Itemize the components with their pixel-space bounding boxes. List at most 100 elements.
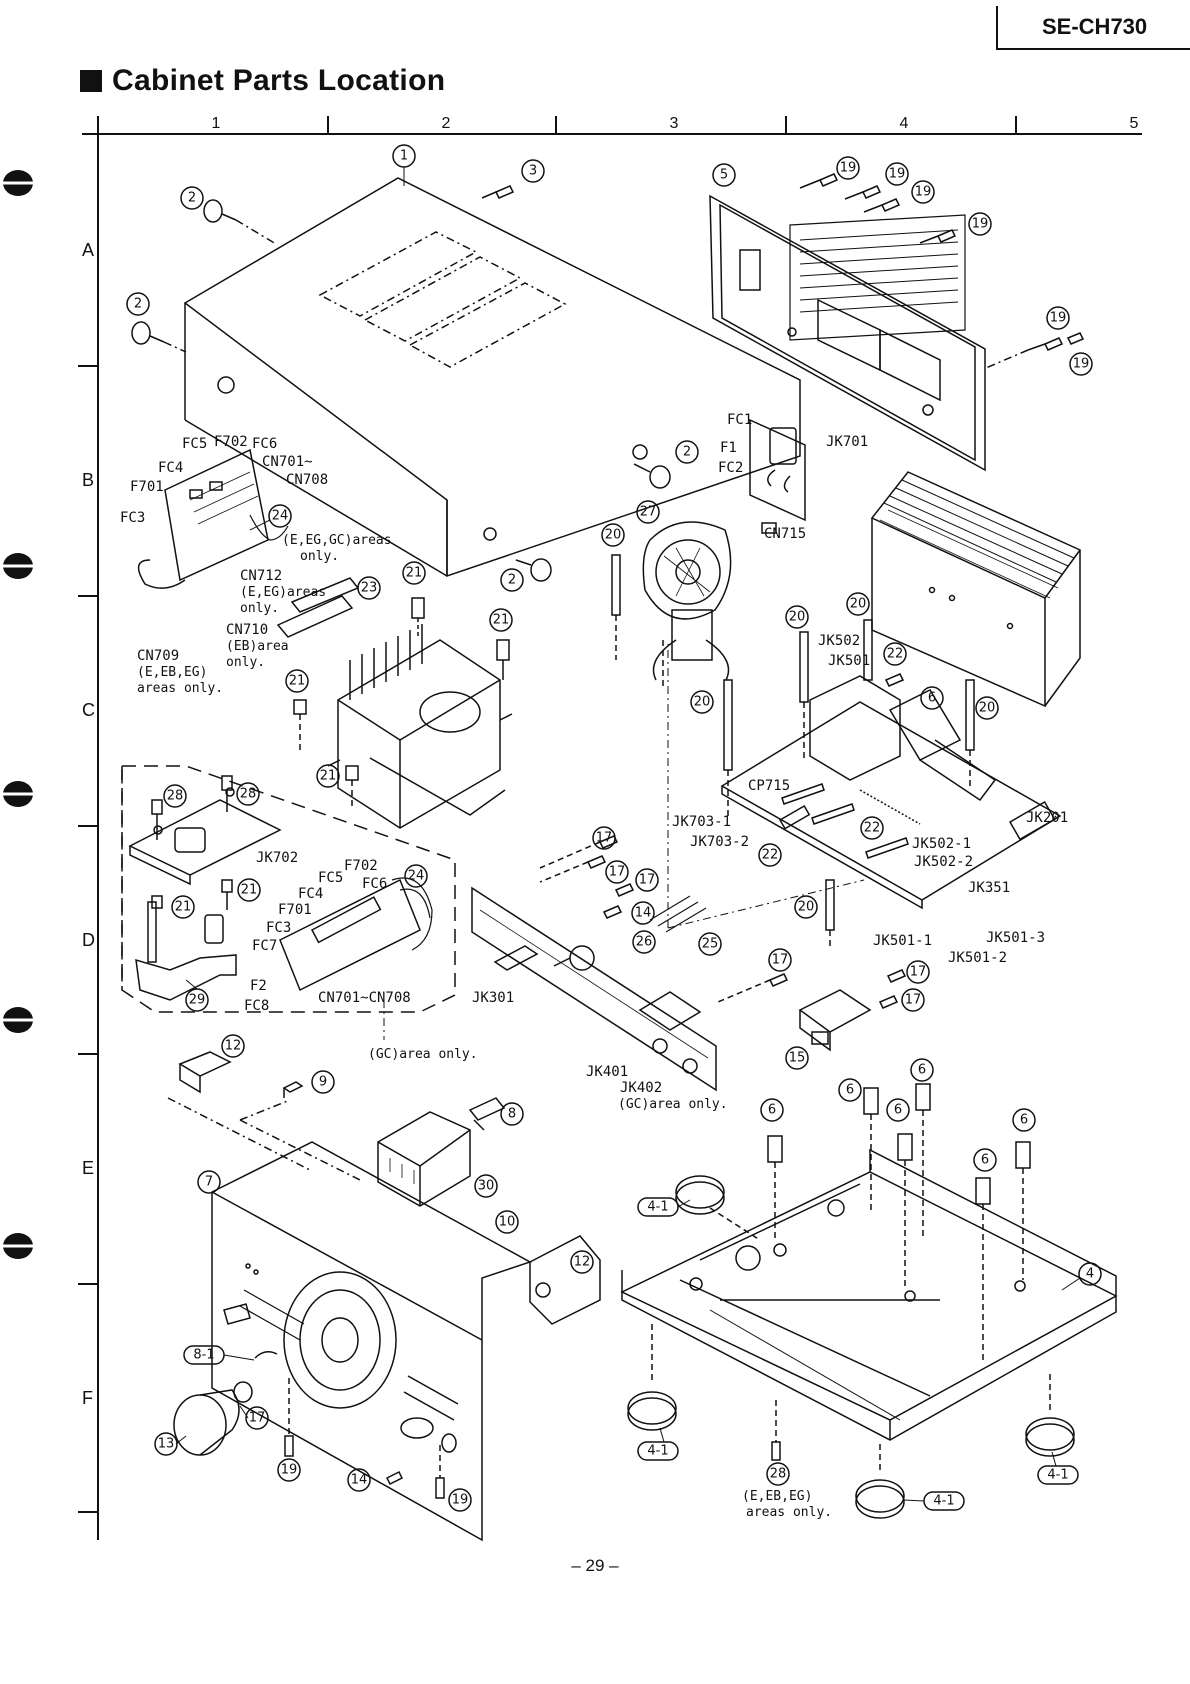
labels: FC5 F702 FC6 CN701~ CN708 FC4 F701 FC3 (…: [120, 412, 1068, 1520]
callout-6: 6: [910, 1058, 934, 1082]
callout-13: 12: [570, 1250, 594, 1274]
guide-lines: [383, 640, 865, 1040]
leader-lines: [175, 167, 1081, 1502]
svg-text:28: 28: [167, 789, 184, 804]
svg-text:22: 22: [762, 848, 779, 863]
callout-26: 24: [404, 864, 428, 888]
callout-21: 19: [1069, 352, 1093, 376]
label-cn701-708: CN701~CN708: [318, 990, 411, 1006]
inset-area: [121, 765, 456, 1013]
callout-6: 6: [760, 1098, 784, 1122]
callout-24: 22: [758, 843, 782, 867]
callout-15: 14: [347, 1468, 371, 1492]
callout-6: 6: [973, 1148, 997, 1172]
label-f702-inset: F702: [344, 858, 378, 874]
svg-text:12: 12: [225, 1039, 242, 1054]
svg-text:22: 22: [887, 647, 904, 662]
label-cp715: CP715: [748, 778, 790, 794]
svg-text:24: 24: [272, 509, 289, 524]
note-e-eg-gc-2: only.: [300, 549, 339, 564]
svg-text:6: 6: [1020, 1113, 1028, 1128]
label-fc5-inset: FC5: [318, 870, 343, 886]
callout-12: 12: [221, 1034, 245, 1058]
svg-text:29: 29: [189, 993, 206, 1008]
svg-text:4-1: 4-1: [647, 1200, 668, 1215]
label-fc5: FC5: [182, 436, 207, 452]
grid-column-2: 2: [442, 115, 451, 132]
label-f701: F701: [130, 479, 164, 495]
svg-text:28: 28: [770, 1467, 787, 1482]
callout-21: 19: [911, 180, 935, 204]
chassis-standoffs: [767, 1083, 1031, 1461]
jk701-board: [749, 418, 806, 534]
callout-32: 30: [474, 1174, 498, 1198]
grid-column-4: 4: [900, 115, 909, 132]
callout-21: 19: [1046, 306, 1070, 330]
callout-11: 10: [495, 1210, 519, 1234]
label-jk301: JK301: [472, 990, 514, 1006]
svg-text:20: 20: [850, 597, 867, 612]
note-e-eg-2: only.: [240, 601, 279, 616]
svg-text:15: 15: [789, 1051, 806, 1066]
svg-text:13: 13: [158, 1437, 175, 1452]
svg-text:24: 24: [408, 869, 425, 884]
svg-text:19: 19: [1050, 311, 1067, 326]
callout-6: 6: [838, 1078, 862, 1102]
label-jk703-1: JK703-1: [672, 814, 731, 830]
svg-text:6: 6: [846, 1083, 854, 1098]
svg-text:21: 21: [320, 769, 337, 784]
callout-23: 21: [171, 895, 195, 919]
svg-text:6: 6: [768, 1103, 776, 1118]
grid-row-d: D: [82, 930, 95, 950]
callout-2: 2: [675, 440, 699, 464]
label-fc3-inset: FC3: [266, 920, 291, 936]
cover-screws: [131, 185, 671, 582]
model-number: SE-CH730: [1042, 14, 1148, 39]
label-fc6-inset: FC6: [362, 876, 387, 892]
svg-text:22: 22: [864, 821, 881, 836]
rear-panel-screws: [799, 173, 1085, 369]
note-eb: (EB)area: [226, 639, 289, 654]
label-f701-inset: F701: [278, 902, 312, 918]
label-cn712: CN712: [240, 568, 282, 584]
label-jk502-1: JK502-1: [912, 836, 971, 852]
callout-21: 19: [836, 156, 860, 180]
svg-text:8: 8: [508, 1107, 516, 1122]
note-bottom-1: (E,EB,EG): [742, 1489, 812, 1504]
svg-text:21: 21: [289, 674, 306, 689]
svg-text:5: 5: [720, 168, 728, 183]
bottom-chassis: [620, 1148, 1118, 1441]
note-e-eg: (E,EG)areas: [240, 585, 326, 600]
label-jk702: JK702: [256, 850, 298, 866]
svg-text:17: 17: [609, 865, 626, 880]
svg-text:17: 17: [910, 965, 927, 980]
label-cn710: CN710: [226, 622, 268, 638]
svg-text:4-1: 4-1: [647, 1444, 668, 1459]
callout-19: 17: [768, 948, 792, 972]
model-box: [996, 6, 1190, 50]
grid-ruler: [78, 116, 1142, 1540]
svg-text:6: 6: [981, 1153, 989, 1168]
note-e-eg-gc: (E,EG,GC)areas: [282, 533, 392, 548]
callout-3: 3: [521, 159, 545, 183]
callout-24: 22: [860, 816, 884, 840]
label-fc4-inset: FC4: [298, 886, 323, 902]
grid-row-a: A: [82, 240, 94, 260]
top-cover: [183, 177, 801, 578]
heat-sink: [870, 471, 1082, 708]
label-fc2: FC2: [718, 460, 743, 476]
inset-board-cn701-708: [279, 877, 433, 992]
svg-text:4: 4: [1086, 1267, 1094, 1282]
callout-2: 2: [500, 568, 524, 592]
callout-7: 6: [920, 686, 944, 710]
callout-22: 20: [601, 523, 625, 547]
label-cn715: CN715: [764, 526, 806, 542]
callout-18: 17: [245, 1406, 269, 1430]
callout-6: 6: [886, 1098, 910, 1122]
note-e-eb-eg: (E,EB,EG): [137, 665, 207, 680]
label-cn701: CN701~: [262, 454, 313, 470]
label-jk501-2: JK501-2: [948, 950, 1007, 966]
callout-9: 8: [500, 1102, 524, 1126]
label-fc4: FC4: [158, 460, 183, 476]
